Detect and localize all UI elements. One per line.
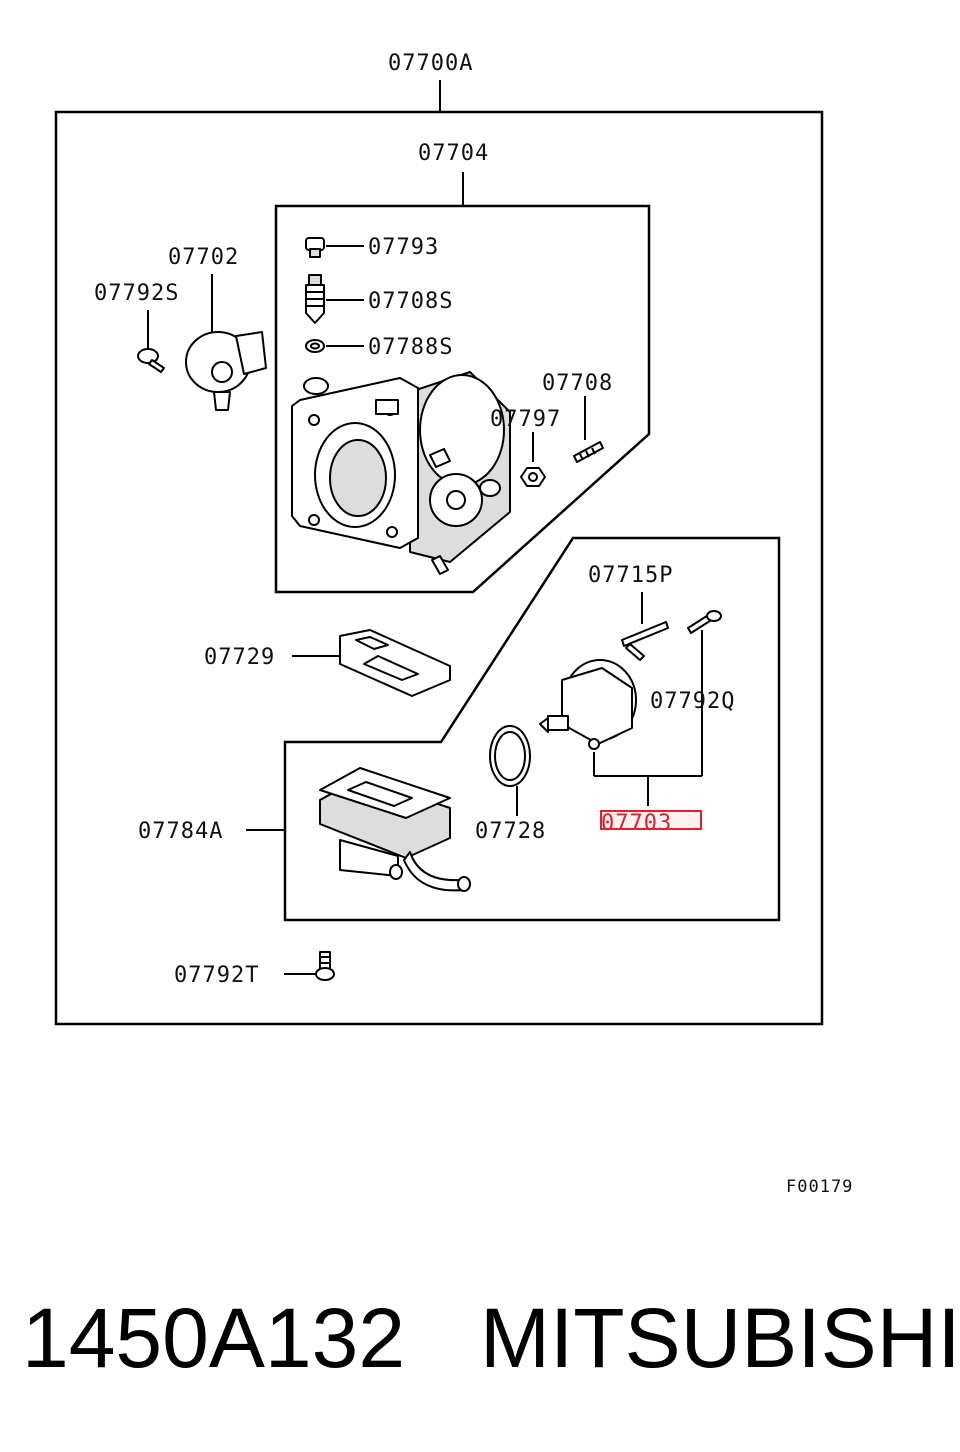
diagram-code: F00179	[786, 1177, 853, 1197]
bolt-small-part	[573, 441, 604, 463]
bolt-bottom-part	[315, 951, 335, 981]
nut-hole	[528, 472, 538, 482]
label-07788s[interactable]: 07788S	[368, 335, 453, 360]
label-07708s[interactable]: 07708S	[368, 289, 453, 314]
throttle-body-part	[291, 371, 511, 575]
isc-frame	[283, 536, 781, 922]
assembly-frame	[54, 110, 824, 1026]
brand-name: MITSUBISHI	[480, 1291, 960, 1385]
label-07729[interactable]: 07729	[204, 645, 275, 670]
label-07793[interactable]: 07793	[368, 235, 439, 260]
isc-highlight-box	[600, 810, 702, 830]
label-07728[interactable]: 07728	[475, 819, 546, 844]
o-ring-inner	[494, 731, 526, 781]
label-07792q[interactable]: 07792Q	[650, 689, 735, 714]
tps-part	[185, 331, 267, 411]
bracket-part	[621, 621, 669, 661]
spring-screw-part	[305, 274, 325, 324]
screw-plug-part	[305, 237, 325, 258]
label-07703[interactable]: 07703	[601, 811, 672, 836]
label-07708[interactable]: 07708	[542, 371, 613, 396]
throttle-body-frame	[274, 204, 651, 594]
label-07797[interactable]: 07797	[490, 407, 561, 432]
housing-part	[319, 767, 471, 892]
o-ring-small-part	[305, 339, 325, 353]
label-07700a[interactable]: 07700A	[388, 51, 473, 76]
part-number: 1450A132	[22, 1291, 406, 1385]
label-07784a[interactable]: 07784A	[138, 819, 223, 844]
isc-screw-part	[687, 610, 722, 634]
label-07704[interactable]: 07704	[418, 141, 489, 166]
gasket-part	[339, 629, 451, 697]
label-07792t[interactable]: 07792T	[174, 963, 259, 988]
label-07792s[interactable]: 07792S	[94, 281, 179, 306]
footer: 1450A132 MITSUBISHI	[0, 1290, 960, 1400]
isc-valve-part	[539, 659, 637, 750]
label-07715p[interactable]: 07715P	[588, 563, 673, 588]
tps-screw-part	[137, 348, 165, 373]
label-07702[interactable]: 07702	[168, 245, 239, 270]
